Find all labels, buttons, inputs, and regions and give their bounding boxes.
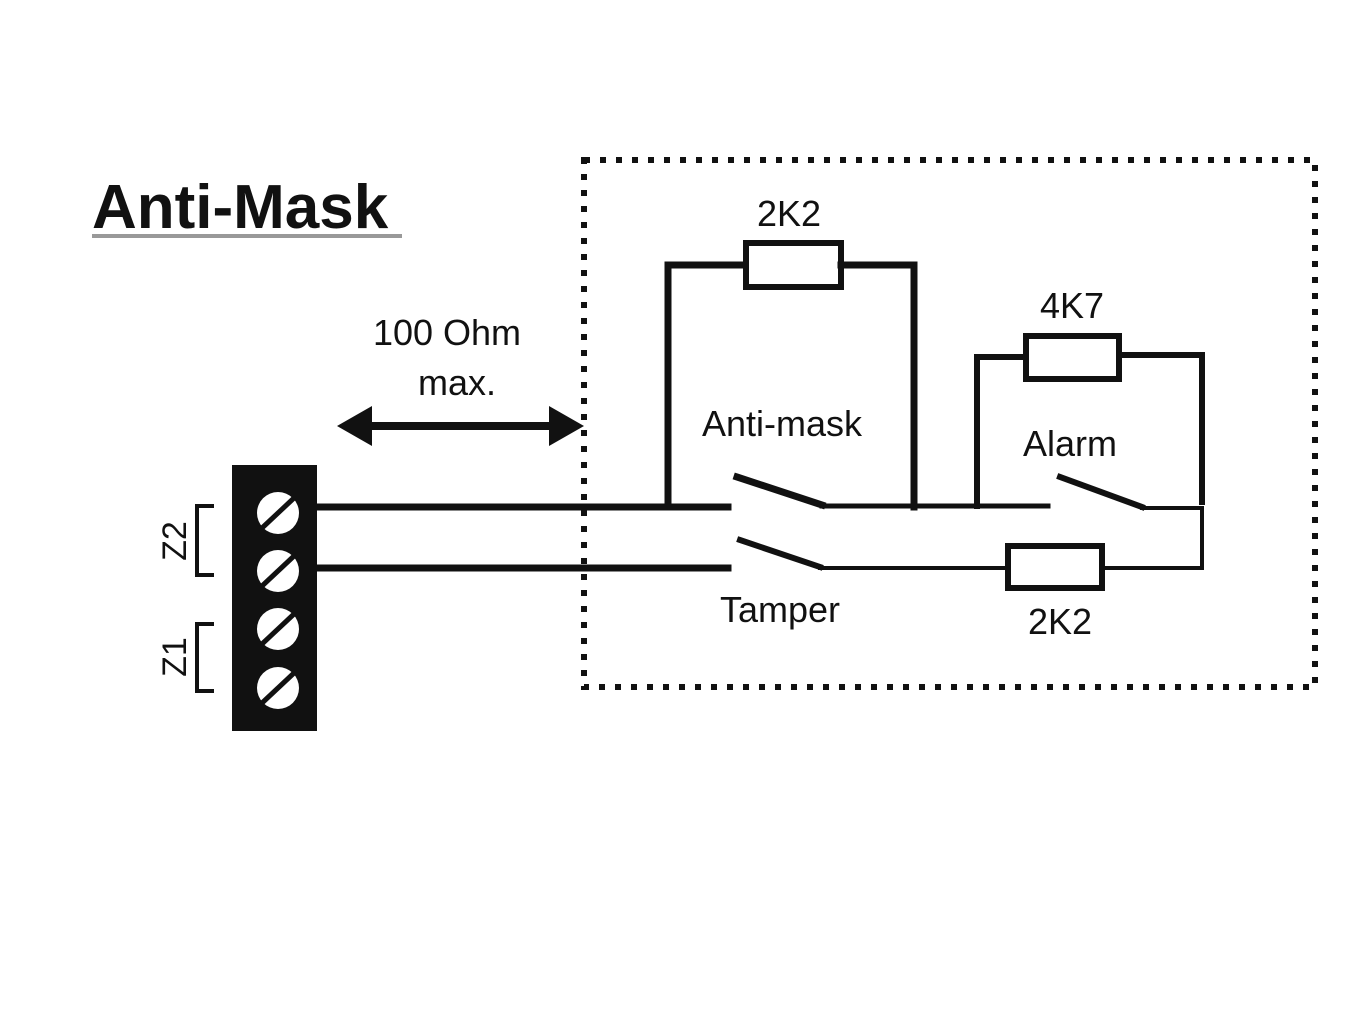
antimask-switch: [732, 472, 827, 510]
alarm-resistor: [1023, 333, 1122, 382]
zone-label-z1: Z1: [156, 637, 194, 677]
antimask-wire-right: [837, 261, 918, 511]
alarm-wire-left: [974, 354, 1029, 509]
tamper-resistor-label: 2K2: [1028, 601, 1092, 642]
screw-icon: [257, 550, 299, 592]
terminal-block: [232, 465, 317, 731]
diagram-title: Anti-Mask: [92, 173, 389, 242]
cable-label-line2: max.: [418, 362, 496, 403]
antimask-resistor: [743, 240, 844, 290]
tamper-switch: [736, 536, 824, 571]
alarm-switch: [1056, 473, 1146, 511]
zone-label-z2: Z2: [156, 521, 194, 561]
return-wire: [1101, 506, 1204, 570]
alarm-wire-right: [1116, 352, 1205, 505]
double-arrow-icon: [337, 406, 584, 446]
title-underline: [92, 234, 402, 238]
alarm-switch-label: Alarm: [1023, 423, 1117, 464]
cable-label-line1: 100 Ohm: [373, 312, 521, 353]
antimask-wire-left: [664, 261, 750, 511]
screw-icon: [257, 667, 299, 709]
tamper-switch-label: Tamper: [720, 589, 840, 630]
zone-bracket-z1: Z1: [156, 622, 214, 693]
tamper-resistor: [1005, 543, 1105, 591]
antimask-switch-label: Anti-mask: [702, 403, 863, 444]
antimask-resistor-label: 2K2: [757, 193, 821, 234]
screw-icon: [257, 608, 299, 650]
zone-bracket-z2: Z2: [156, 504, 214, 577]
screw-icon: [257, 492, 299, 534]
detector-boundary: [581, 157, 1318, 690]
alarm-resistor-label: 4K7: [1040, 285, 1104, 326]
